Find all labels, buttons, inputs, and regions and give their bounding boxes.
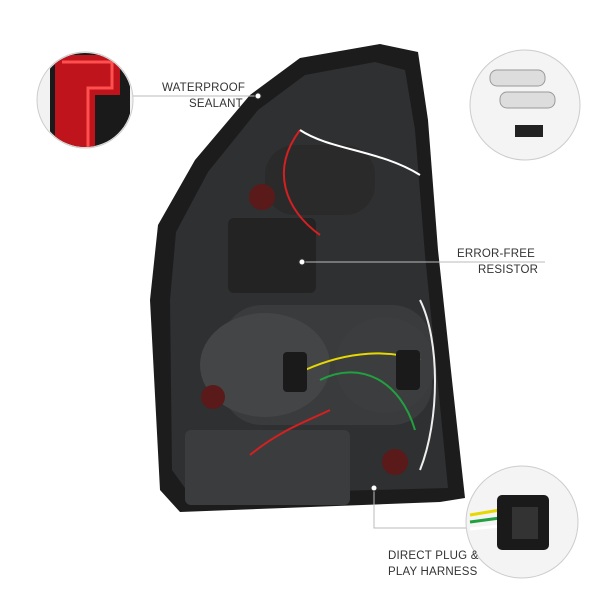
resistor-marker <box>298 258 306 266</box>
resistor-module <box>228 218 316 293</box>
harness-label-line2: PLAY HARNESS <box>388 566 478 578</box>
sealant-label-line1: WATERPROOF <box>162 82 246 94</box>
resistor-detail-circle <box>469 49 581 161</box>
sealant-detail-circle <box>36 51 134 149</box>
callout-lines <box>130 95 545 529</box>
sealant-label-line2: SEALANT <box>189 98 243 110</box>
harness-marker <box>370 484 378 492</box>
connector <box>283 352 307 392</box>
resistor-label-line1: ERROR-FREE <box>457 248 536 260</box>
sealant-marker <box>254 92 262 100</box>
tail-light-housing <box>150 44 465 512</box>
connector <box>396 350 420 390</box>
harness-label-line1: DIRECT PLUG & <box>388 550 479 562</box>
resistor-label-line2: RESISTOR <box>478 264 539 276</box>
harness-detail-circle <box>465 465 579 579</box>
